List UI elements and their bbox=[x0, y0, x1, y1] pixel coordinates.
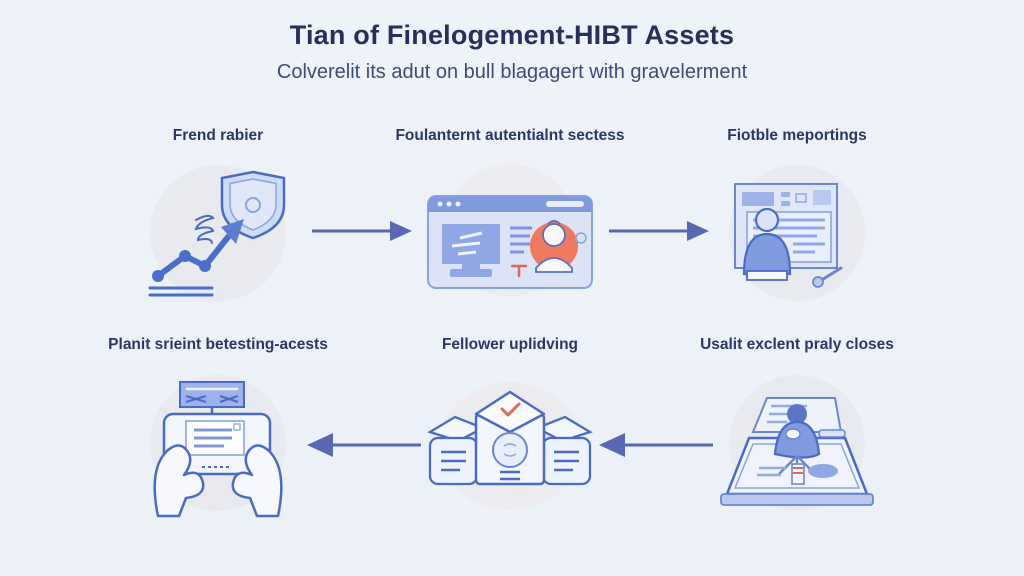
step-4-label: Planit srieint betesting-acests bbox=[108, 336, 328, 353]
report-review-icon bbox=[707, 158, 887, 308]
desk-signing-icon bbox=[707, 368, 887, 518]
page-title: Tian of Finelogement-HIBT Assets bbox=[289, 20, 735, 50]
hands-tablet-icon bbox=[128, 368, 308, 518]
flow-arrow-right-1 bbox=[310, 219, 414, 248]
step-2-label: Foulanternt autentialnt sectess bbox=[395, 127, 625, 144]
flow-arrow-left-1 bbox=[305, 431, 423, 464]
step-5-label: Fellower uplidving bbox=[441, 336, 579, 353]
package-approval-icon bbox=[420, 368, 600, 518]
step-6-label: Usalit exclent praly closes bbox=[700, 336, 894, 353]
page-subtitle: Colverelit its adut on bull blagagert wi… bbox=[276, 61, 748, 83]
step-3-label: Fiotble meportings bbox=[727, 127, 867, 144]
growth-chart-shield-icon bbox=[128, 158, 308, 308]
step-1-label: Frend rabier bbox=[172, 127, 264, 144]
browser-identity-icon bbox=[420, 158, 600, 308]
flow-arrow-left-2 bbox=[597, 431, 715, 464]
flow-arrow-right-2 bbox=[607, 219, 711, 248]
